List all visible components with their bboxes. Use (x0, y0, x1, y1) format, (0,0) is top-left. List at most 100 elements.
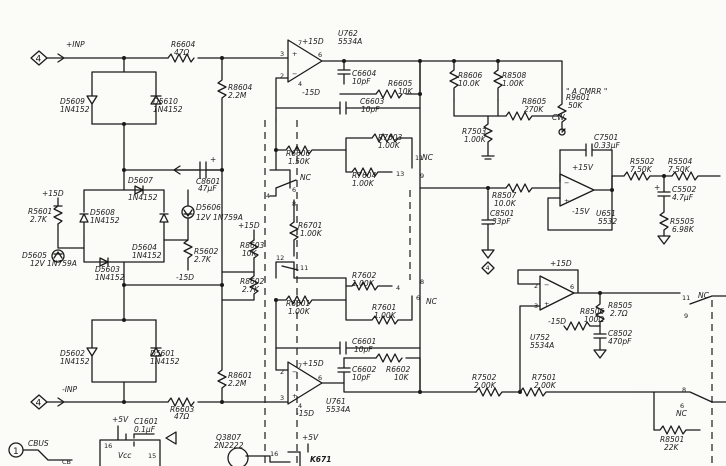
components-r8606-value-text: 10.0K (458, 79, 481, 88)
schematic-text: 7 (298, 362, 302, 370)
components-q3807-ref-text: Q3807 (216, 433, 241, 442)
schematic-path (481, 249, 495, 259)
components-d5601-ref-text: D5601 (150, 349, 175, 358)
switch-contact-a (275, 179, 297, 189)
capacitor-c8502 (593, 325, 607, 351)
nodes-n9-text: 9 (684, 312, 688, 320)
components-k671-ref-text: K671 (310, 455, 331, 464)
resistor-r5602 (183, 239, 193, 271)
opamps-u762-part-text: 5534A (338, 37, 362, 46)
components-d5607-value-text: 1N4152 (128, 193, 158, 202)
components-r5504-ref-text: R5504 (668, 157, 693, 166)
components-d5604-ref-text: D5604 (132, 243, 157, 252)
schematic-text: 2 (534, 282, 538, 290)
components-c5502-value-text: 4.7μF (672, 193, 694, 202)
components-r7501-ref-text: R7501 (532, 373, 556, 382)
schematic-path (517, 269, 601, 294)
capacitor-c8501 (481, 187, 495, 251)
components-r8507-ref-text: R8507 (492, 191, 517, 200)
ground-node-4: 4 (486, 264, 490, 272)
components-c6602-value-text: 10pF (352, 373, 371, 382)
schematic-text: 7 (298, 39, 302, 47)
components-r6605-ref-text: R6605 (388, 79, 413, 88)
components-d5610-ref-text: D5610 (153, 97, 178, 106)
opamp-u651: − + (559, 173, 595, 207)
components-d5608-value-text: 1N4152 (90, 216, 120, 225)
power-plus5v_a-text: +5V (112, 415, 129, 424)
schematic-path (593, 349, 607, 359)
components-r7604-ref-text: R7604 (352, 171, 377, 180)
nodes-n13-text: 13 (396, 170, 404, 178)
components-d5608-ref-text: D5608 (90, 208, 115, 217)
opamps-u651-vneg-text: -15V (572, 207, 590, 216)
nodes-n11-text: 11 (682, 294, 690, 302)
opamps-u651-ref-text: U651 (596, 209, 616, 218)
schematic-text: − (564, 179, 569, 187)
components-r8506-value-text: 100Ω (584, 315, 604, 324)
resistor-r7601 (345, 285, 413, 325)
schematic-text: 6 (570, 283, 574, 291)
components-r8501-ref-text: R8501 (660, 435, 684, 444)
components-r5505-ref-text: R5505 (670, 217, 695, 226)
components-d5601-value-text: 1N4152 (150, 357, 180, 366)
schematic-path (57, 223, 85, 249)
resistor-r8505 (595, 292, 605, 327)
opamps-u752-part-text: 5534A (530, 341, 554, 350)
relay-coil-k671 (287, 451, 301, 466)
components-r6601-ref-text: R6601 (286, 299, 310, 308)
resistor-r7603 (345, 133, 413, 169)
schematic-text: + (292, 392, 297, 400)
components-d5602-ref-text: D5602 (60, 349, 85, 358)
schematic-path (221, 257, 255, 273)
schematic-text: + (292, 50, 297, 58)
resistor-r7602 (293, 277, 393, 291)
plus-c5502: + (654, 183, 660, 192)
schematic-circle (518, 390, 522, 394)
power-p15d_a-text: +15D (42, 189, 64, 198)
transistor-q3807 (227, 447, 249, 466)
schematic-path (539, 275, 575, 311)
diode-d5602 (86, 347, 98, 357)
r7602-value: 1.00K (352, 279, 375, 288)
resistor-r6603 (167, 397, 195, 407)
components-d5609-value-text: 1N4152 (60, 105, 90, 114)
schematic-text: 4 (298, 402, 302, 410)
resistor-r6701 (289, 221, 299, 241)
opamps-u762-vneg-text: -15D (302, 88, 320, 97)
resistor-r7503 (483, 115, 493, 151)
schematic-path (275, 261, 295, 279)
d5605-value: 12V 1N759A (30, 259, 77, 268)
components-d5607-ref-text: D5607 (128, 176, 153, 185)
components-r8602-ref-text: R8602 (240, 277, 265, 286)
schematic-path (547, 175, 613, 231)
schematic-path (53, 197, 63, 207)
components-r8508-ref-text: R8508 (502, 71, 527, 80)
components-r5502-ref-text: R5502 (630, 157, 655, 166)
schematic-path (83, 169, 165, 213)
opamps-u752-vpos-text: +15D (550, 259, 572, 268)
plus-sign: + (210, 155, 216, 164)
components-c8601-value-text: 47μF (198, 184, 217, 193)
nc-label-4: NC (698, 291, 710, 300)
components-q3807-value-text: 2N2222 (214, 441, 244, 450)
schematic-text: 16 (270, 450, 278, 458)
schematic-text: 3 (280, 50, 284, 58)
resistor-r6605 (375, 89, 403, 99)
components-r7601-value-text: 1.00K (374, 311, 397, 320)
components-r6602-value-text: 10K (394, 373, 410, 382)
components-r5505-value-text: 6.98K (672, 225, 695, 234)
opamps-u761-vpos-text: +15D (302, 359, 324, 368)
resistor-r6602 (375, 353, 403, 363)
components-r7502-value-text: 2.00K (474, 381, 497, 390)
components-c1601-value-text: 0.1μF (134, 425, 156, 434)
components-r6701-ref-text: R6701 (298, 221, 322, 230)
schematic-path (245, 455, 291, 463)
schematic-path (481, 149, 495, 160)
components-c6602-ref-text: C6602 (352, 365, 377, 374)
components-c6603-ref-text: C6603 (360, 97, 385, 106)
labels-cbus-text: CBUS (28, 439, 49, 448)
schematic-text: 16 (104, 442, 112, 450)
cmrr-label: " A CMRR " (566, 87, 607, 96)
nodes-n6-text: 6 (292, 186, 296, 194)
resistor-r7502 (475, 387, 521, 397)
